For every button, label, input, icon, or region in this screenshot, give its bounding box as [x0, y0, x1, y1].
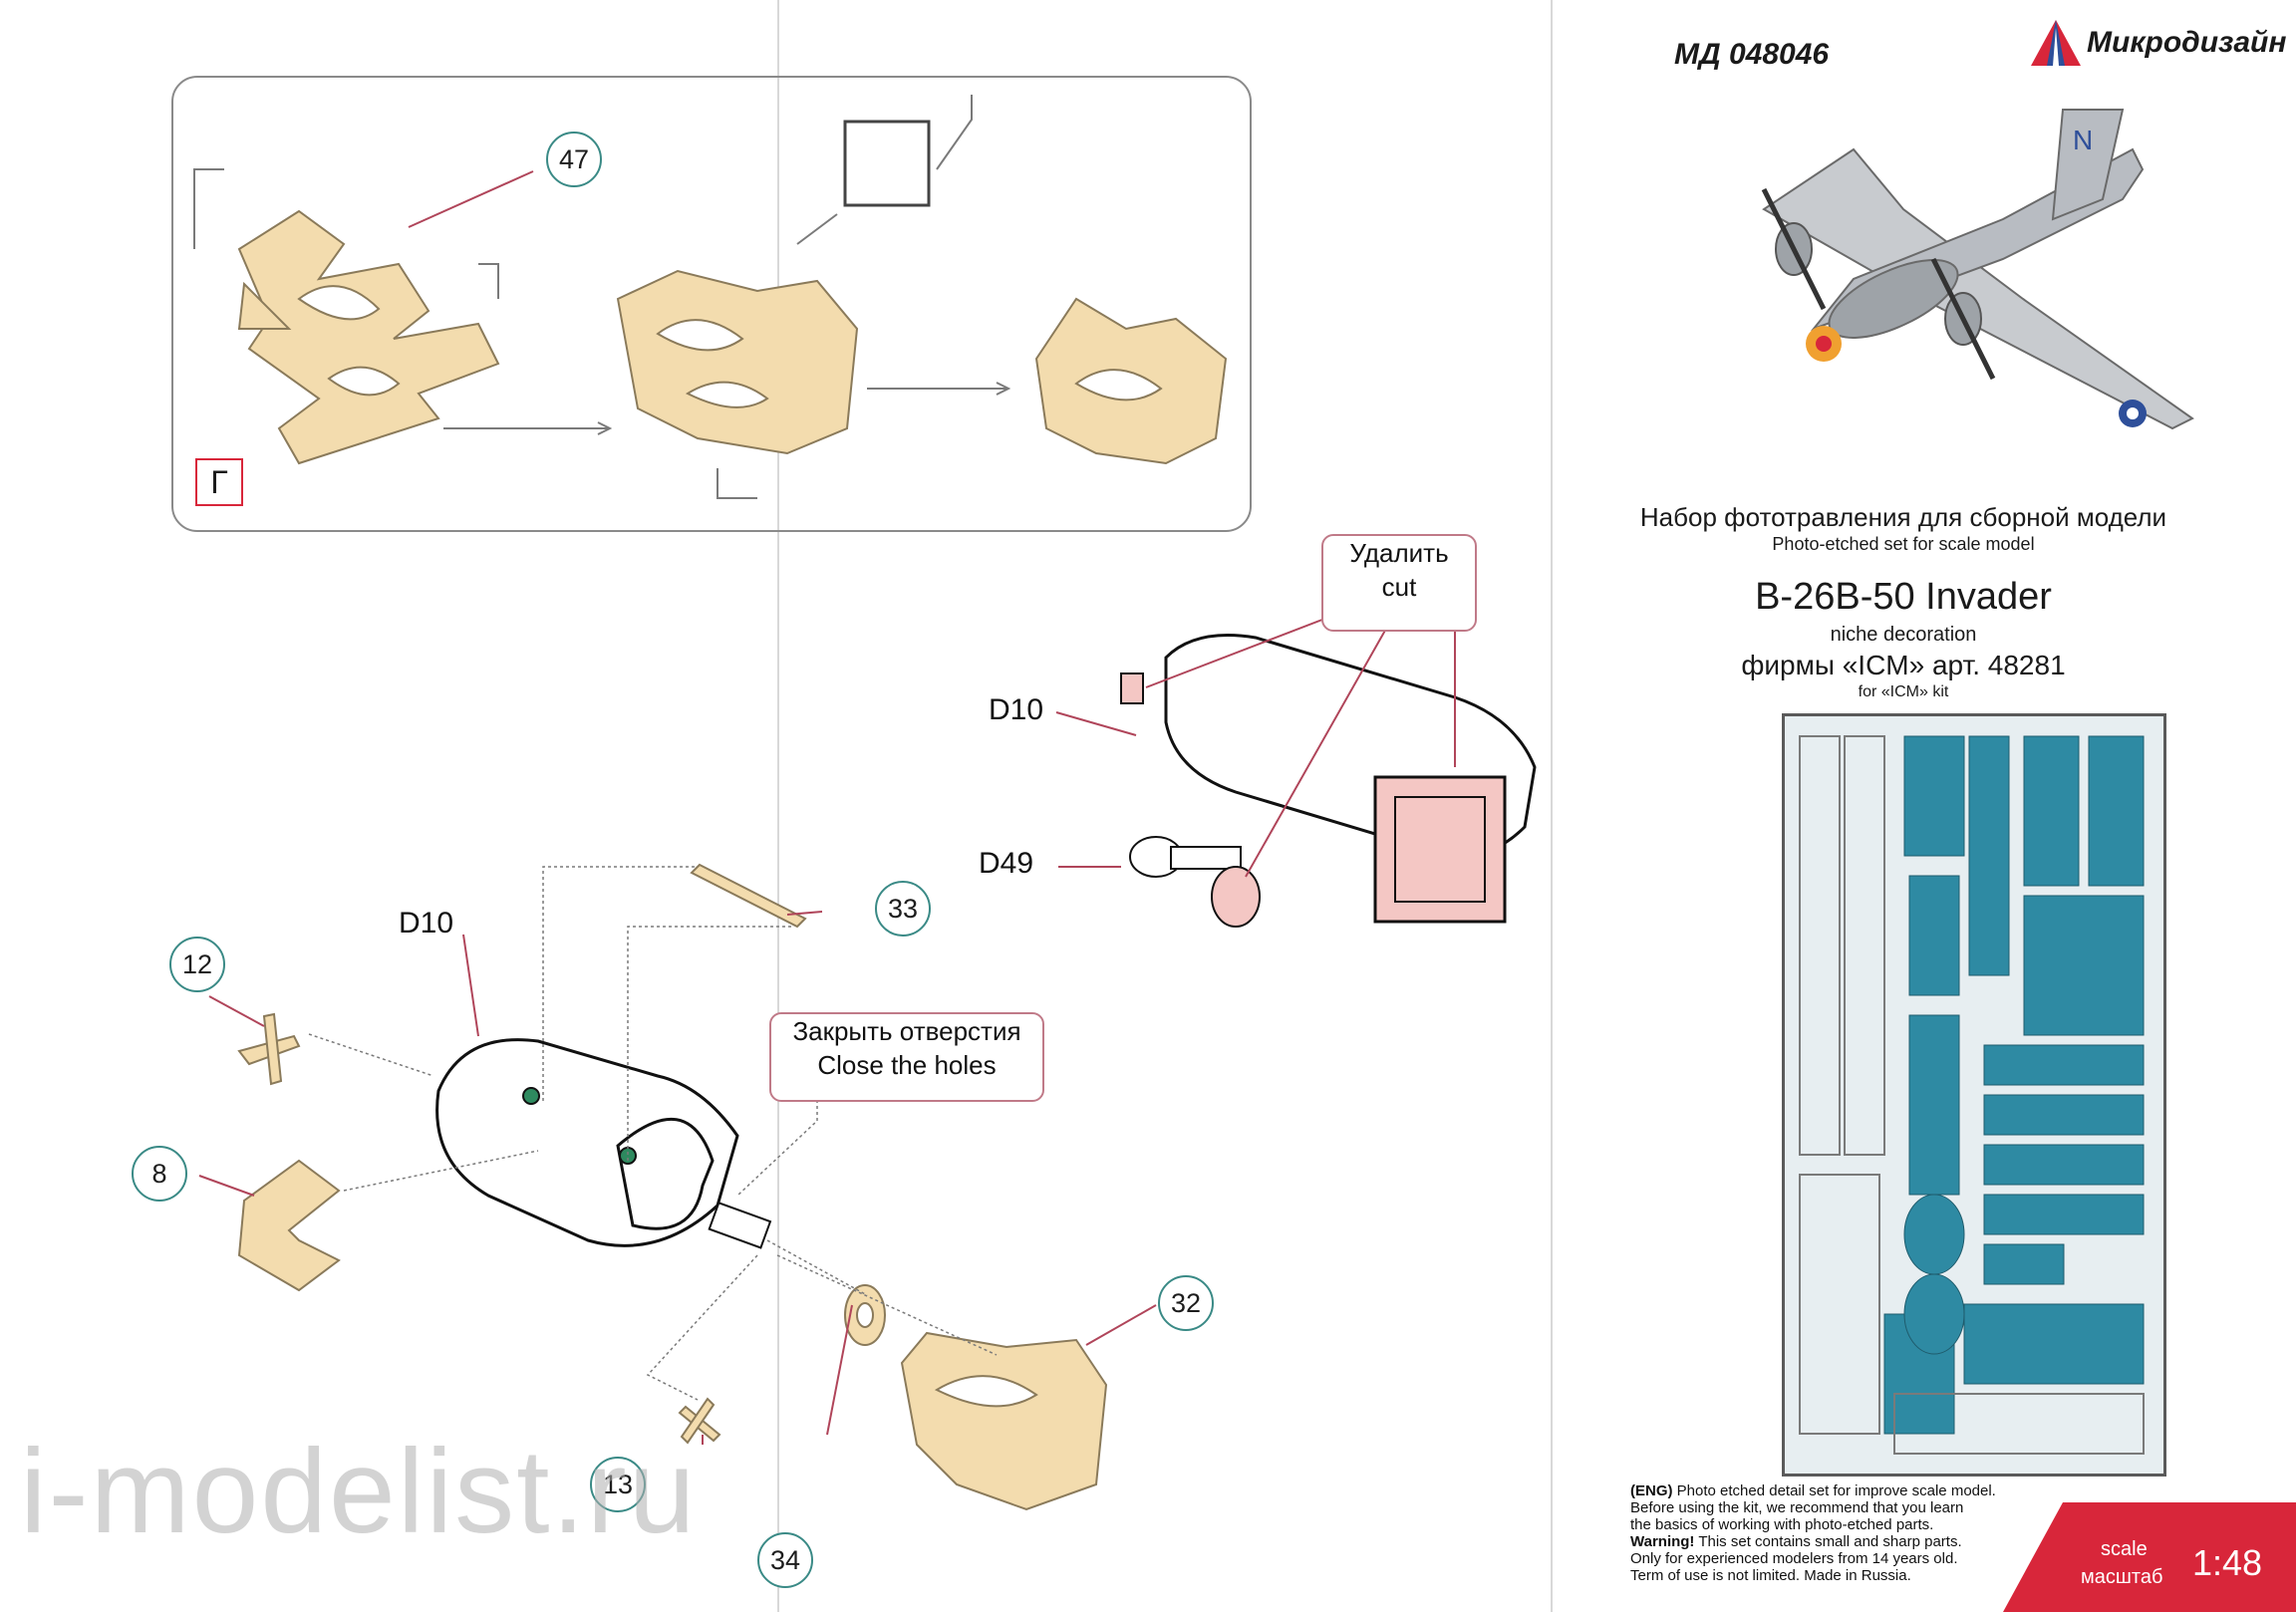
product-subtitle-en: Photo-etched set for scale model — [1772, 534, 2035, 554]
square-frame-part — [843, 120, 931, 207]
disclaimer-line-6: Term of use is not limited. Made in Russ… — [1630, 1567, 1911, 1584]
label-d49: D49 — [979, 847, 1034, 880]
scale-value: 1:48 — [2192, 1542, 2263, 1583]
callout-part-8: 8 — [132, 1146, 187, 1202]
cut-nose-fuze — [1120, 672, 1144, 704]
part-34-ring — [844, 1284, 886, 1346]
watermark: i-modelist.ru — [20, 1425, 698, 1558]
holes-note-en: Close the holes — [817, 1050, 997, 1080]
part-12-cross — [237, 1012, 301, 1086]
callout-part-13: 13 — [590, 1457, 646, 1512]
product-subtitle-ru: Набор фототравления для сборной модели — [1639, 502, 2167, 532]
disclaimer-warning-tag: Warning! — [1630, 1533, 1695, 1550]
kit-info-ru: фирмы «ICM» арт. 48281 — [1741, 650, 2066, 680]
holes-note: Закрыть отверстия Close the holes — [769, 1012, 1044, 1102]
label-d10-upper: D10 — [989, 693, 1044, 726]
part-47-flat-fret — [237, 209, 500, 465]
fold-line-left — [777, 0, 779, 1612]
callout-part-34: 34 — [757, 1532, 813, 1588]
disclaimer-line-2: Before using the kit, we recommend that … — [1630, 1499, 1964, 1516]
svg-text:N: N — [2073, 125, 2093, 155]
aircraft-illustration: N — [1761, 109, 2194, 430]
scale-label-en: scale — [2101, 1538, 2148, 1560]
callout-part-12: 12 — [169, 937, 225, 992]
article-code: МД 048046 — [1674, 38, 1830, 71]
label-d10-lower: D10 — [399, 907, 454, 940]
bomb-tail-rod — [708, 1202, 772, 1249]
part-13-small-cross — [678, 1397, 721, 1445]
callout-part-47: 47 — [546, 132, 602, 187]
disclaimer-line-5: Only for experienced modelers from 14 ye… — [1630, 1550, 1958, 1567]
brand-name: Микродизайн — [2087, 26, 2287, 59]
fuze-d49 — [1129, 836, 1261, 928]
brand-logo-icon — [2031, 20, 2081, 66]
part-33-strap — [690, 863, 807, 929]
fold-line-right — [1551, 0, 1553, 1612]
disclaimer-tag: (ENG) — [1630, 1482, 1673, 1499]
part-8-bracket — [237, 1159, 341, 1292]
step-letter: Г — [210, 463, 228, 500]
disclaimer-line-4: This set contains small and sharp parts. — [1698, 1533, 1962, 1550]
scale-label-ru: масштаб — [2081, 1566, 2163, 1588]
cut-note-ru: Удалить — [1349, 538, 1449, 568]
cut-note-en: cut — [1381, 572, 1417, 602]
assembly-step-panel — [171, 76, 1252, 532]
cut-note: Удалить cut — [1321, 534, 1477, 632]
disclaimer: (ENG) Photo etched detail set for improv… — [1630, 1482, 2049, 1584]
holes-note-ru: Закрыть отверстия — [792, 1016, 1021, 1046]
part-47-half-folded — [616, 269, 859, 455]
fret-parts-drawing — [1799, 735, 2145, 1455]
scale-badge-background — [2003, 1502, 2296, 1612]
part-32-tail-bracket — [900, 1331, 1108, 1511]
photo-etched-fret — [1782, 713, 2166, 1477]
bomb-d10-lower — [435, 1038, 739, 1247]
callout-part-33: 33 — [875, 881, 931, 937]
assembly-arrows — [193, 95, 1011, 499]
product-title: B-26B-50 Invader — [1755, 576, 2052, 618]
disclaimer-line-3: the basics of working with photo-etched … — [1630, 1516, 1934, 1533]
disclaimer-line-1: Photo etched detail set for improve scal… — [1676, 1482, 1996, 1499]
product-subject-en: niche decoration — [1830, 624, 1977, 646]
callout-part-32: 32 — [1158, 1275, 1214, 1331]
step-letter-box: Г — [195, 458, 243, 506]
kit-info-en: for «ICM» kit — [1858, 683, 1949, 700]
